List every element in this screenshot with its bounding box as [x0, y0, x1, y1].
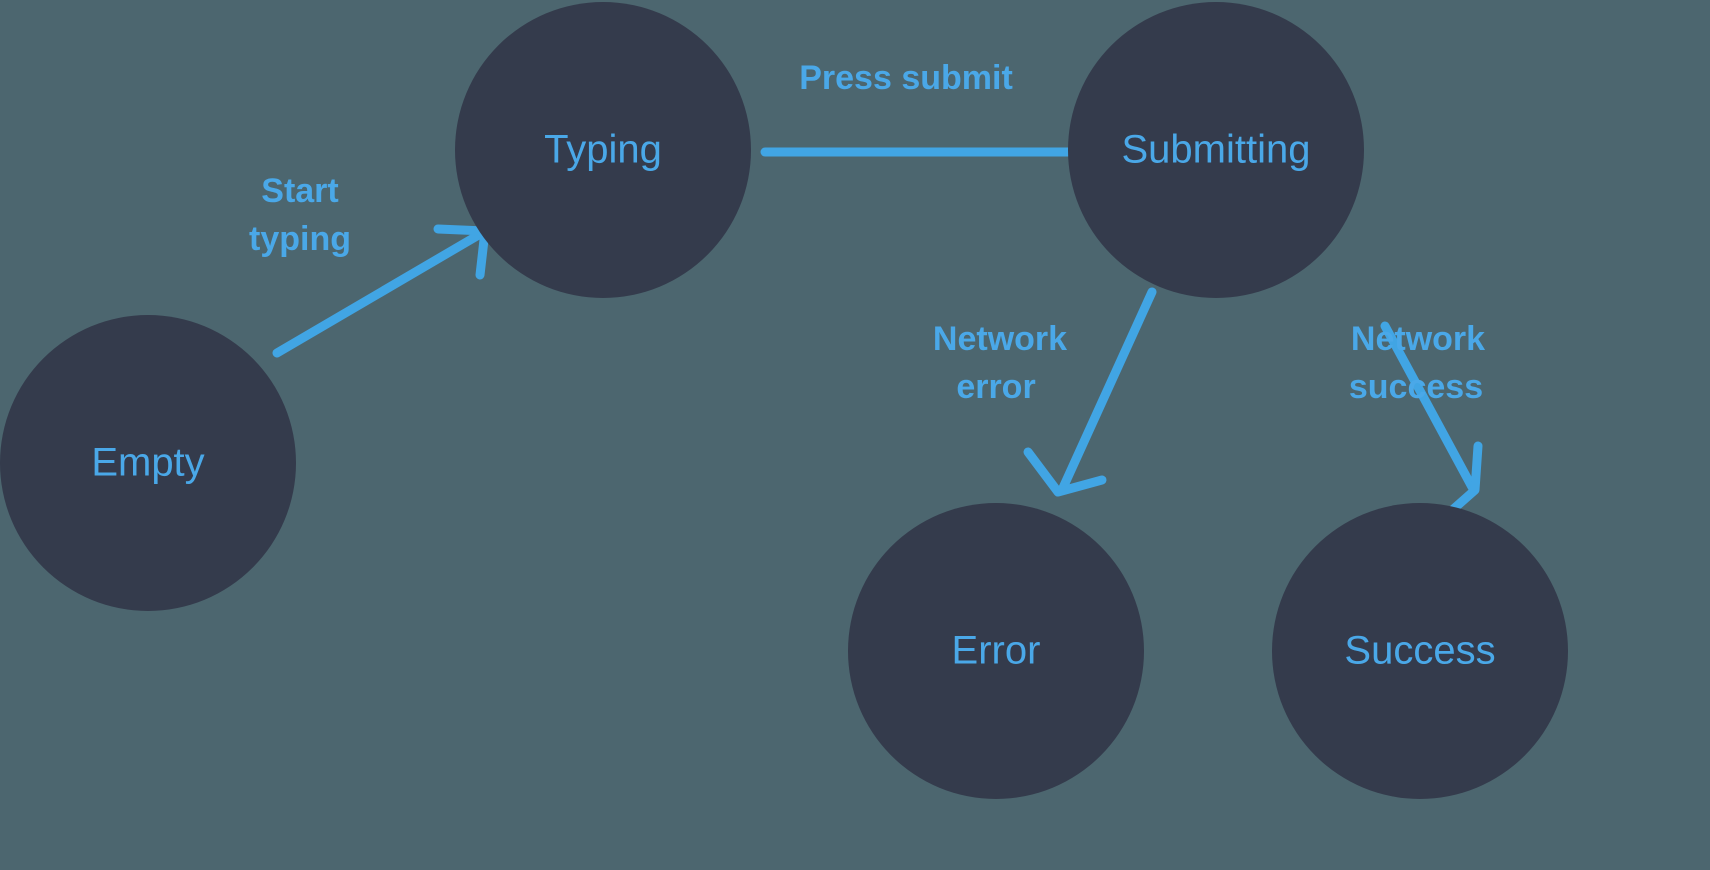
- edge-label-network-error: Network error: [933, 320, 1067, 406]
- node-error-circle[interactable]: [848, 503, 1144, 799]
- edge-network-success-line: [1380, 321, 1477, 492]
- edge-label-network-success: Network success: [1349, 320, 1485, 406]
- edge-label-start-typing: Start typing: [249, 172, 351, 258]
- edge-label-network-success-line2: success: [1349, 368, 1483, 406]
- node-submitting-circle[interactable]: [1068, 2, 1364, 298]
- edge-network-error-line: [1057, 287, 1157, 495]
- node-typing[interactable]: Typing: [455, 2, 751, 298]
- node-success[interactable]: Success: [1272, 503, 1568, 799]
- node-success-label: Success: [1344, 629, 1495, 673]
- edge-label-press-submit: Press submit: [799, 59, 1013, 97]
- node-empty-circle[interactable]: [0, 315, 296, 611]
- node-typing-circle[interactable]: [455, 2, 751, 298]
- edge-start-typing-line: [272, 228, 487, 358]
- node-error-label: Error: [952, 629, 1041, 673]
- node-success-circle[interactable]: [1272, 503, 1568, 799]
- node-typing-label: Typing: [544, 128, 662, 172]
- node-empty[interactable]: Empty: [0, 315, 296, 611]
- node-error[interactable]: Error: [848, 503, 1144, 799]
- edge-label-press-submit-line1: Press submit: [799, 59, 1013, 97]
- edge-label-network-error-line1: Network: [933, 320, 1067, 358]
- node-submitting[interactable]: Submitting: [1068, 2, 1364, 298]
- edge-label-network-error-line2: error: [956, 368, 1035, 406]
- edge-network-error: [1023, 287, 1157, 497]
- edge-label-start-typing-line1: Start: [261, 172, 338, 210]
- node-empty-label: Empty: [91, 441, 204, 485]
- edge-network-error-arrowhead: [1023, 447, 1107, 497]
- edge-label-network-success-line1: Network: [1351, 320, 1485, 358]
- edge-label-start-typing-line2: typing: [249, 220, 351, 258]
- node-submitting-label: Submitting: [1122, 128, 1311, 172]
